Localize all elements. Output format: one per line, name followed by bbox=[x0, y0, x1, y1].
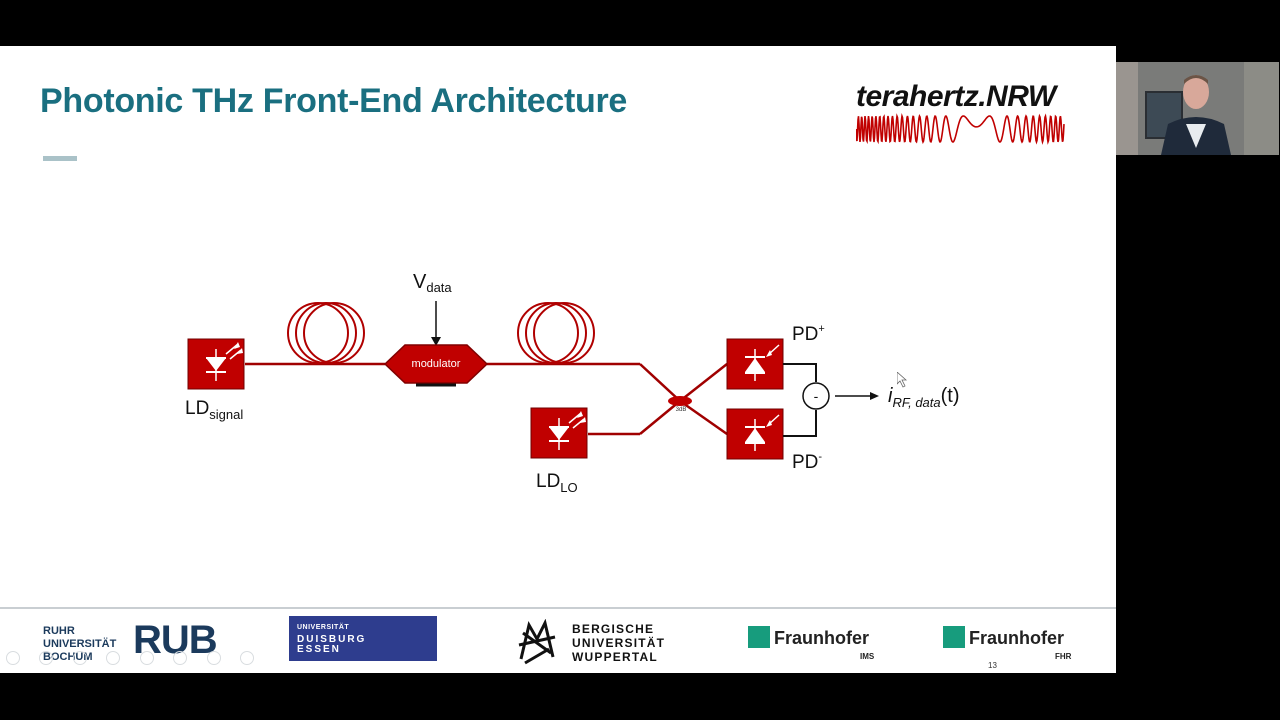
fraunhofer-ims-mark-icon bbox=[748, 626, 770, 648]
buw-line-2: UNIVERSITÄT bbox=[572, 636, 666, 650]
fraunhofer-fhr-mark-icon bbox=[943, 626, 965, 648]
footer-divider bbox=[0, 607, 1116, 609]
fiber-lines bbox=[245, 362, 728, 436]
fraunhofer-fhr-sub: FHR bbox=[1055, 652, 1072, 661]
pd-minus-label: PD- bbox=[792, 451, 822, 473]
ude-small-text: UNIVERSITÄT bbox=[297, 624, 350, 631]
fiber-coil-1 bbox=[287, 302, 365, 364]
fraunhofer-fhr-text: Fraunhofer bbox=[969, 628, 1065, 648]
vdata-arrow bbox=[431, 301, 441, 346]
brand-text: terahertz.NRW bbox=[856, 80, 1056, 113]
more-options-button[interactable] bbox=[240, 651, 255, 665]
ude-line-1: DUISBURG bbox=[297, 634, 367, 645]
subtractor-sign: - bbox=[814, 388, 819, 404]
ude-logo: UNIVERSITÄT DUISBURG ESSEN bbox=[289, 616, 437, 661]
camera-button[interactable] bbox=[206, 651, 221, 665]
coupler-label: 3dB bbox=[676, 407, 687, 413]
rub-line-2: UNIVERSITÄT bbox=[43, 638, 117, 650]
output-label: iRF, data(t) bbox=[888, 385, 960, 410]
slide-title: Photonic THz Front-End Architecture bbox=[40, 82, 628, 120]
slideshow-controls[interactable] bbox=[6, 651, 269, 665]
mouse-cursor-icon bbox=[897, 372, 908, 388]
ude-text: DUISBURG ESSEN bbox=[297, 635, 366, 655]
coupler-3db: 3dB bbox=[668, 396, 692, 413]
prev-slide-button[interactable] bbox=[6, 651, 20, 665]
webcam-scene bbox=[1116, 62, 1279, 155]
slide: Photonic THz Front-End Architecture tera… bbox=[0, 46, 1116, 673]
subtitle-button[interactable] bbox=[173, 651, 188, 665]
pd-minus-box bbox=[726, 408, 784, 460]
fraunhofer-ims-sub: IMS bbox=[860, 652, 875, 661]
front-end-diagram: Vdata modulator LDsignal bbox=[185, 271, 960, 495]
buw-line-1: BERGISCHE bbox=[572, 622, 655, 636]
slides-grid-button[interactable] bbox=[106, 651, 121, 665]
pen-tool-button[interactable] bbox=[72, 651, 87, 665]
ld-signal-label: LDsignal bbox=[185, 398, 243, 422]
zoom-button[interactable] bbox=[139, 651, 154, 665]
next-slide-button[interactable] bbox=[39, 651, 54, 665]
buw-text: BERGISCHE UNIVERSITÄT WUPPERTAL bbox=[572, 622, 665, 664]
vdata-label: Vdata bbox=[413, 271, 452, 295]
buw-lion-icon bbox=[518, 619, 556, 665]
fiber-coil-2 bbox=[517, 302, 595, 364]
title-underline bbox=[43, 156, 77, 161]
subtractor-node bbox=[802, 382, 830, 410]
fraunhofer-ims-text: Fraunhofer bbox=[774, 628, 870, 648]
webcam-video bbox=[1116, 62, 1279, 155]
ld-lo-box bbox=[530, 407, 588, 459]
pd-plus-box bbox=[726, 338, 784, 390]
ld-lo-label: LDLO bbox=[536, 471, 578, 495]
modulator-label: modulator bbox=[412, 358, 461, 370]
page-number: 13 bbox=[988, 661, 997, 670]
rub-line-1: RUHR bbox=[43, 625, 75, 637]
buw-line-3: WUPPERTAL bbox=[572, 650, 658, 664]
output-arrow-head bbox=[870, 392, 879, 400]
pd-plus-label: PD+ bbox=[792, 323, 825, 345]
terahertz-nrw-logo: terahertz.NRW bbox=[856, 80, 1076, 150]
subtractor-wiring bbox=[783, 363, 817, 437]
ude-line-2: ESSEN bbox=[297, 644, 341, 655]
modulator: modulator bbox=[383, 344, 489, 387]
ld-signal-box bbox=[187, 338, 245, 390]
brand-wave-icon bbox=[856, 113, 1065, 145]
